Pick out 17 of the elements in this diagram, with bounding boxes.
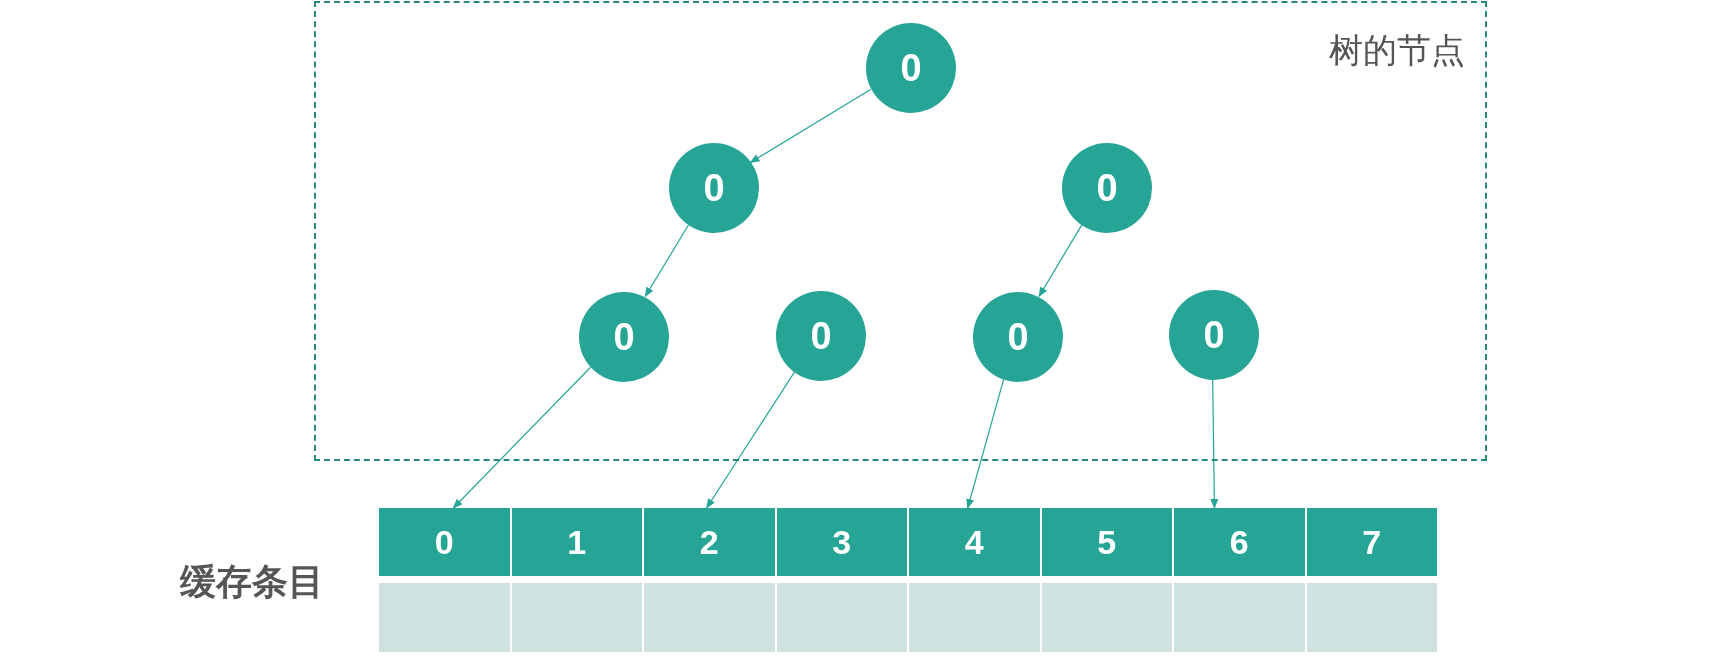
- arrow: [706, 371, 796, 509]
- frame-title: 树的节点: [1329, 30, 1465, 71]
- arrow: [749, 88, 872, 164]
- dashed-frame: [314, 1, 1487, 461]
- arrow: [1038, 224, 1083, 298]
- cache-entry-cell: 6: [1174, 508, 1305, 576]
- arrow: [644, 223, 690, 298]
- arrow: [966, 377, 1005, 509]
- cache-entry-cell: 0: [379, 508, 510, 576]
- cache-entry-cell: 4: [909, 508, 1040, 576]
- cache-entry-cell: 7: [1306, 508, 1437, 576]
- arrow: [452, 366, 592, 509]
- cache-entry-cell: 1: [511, 508, 642, 576]
- cache-entry-cell: 5: [1041, 508, 1172, 576]
- cache-entry-cell: 3: [776, 508, 907, 576]
- row-label: 缓存条目: [180, 560, 324, 604]
- cache-entry-cell: 2: [644, 508, 775, 576]
